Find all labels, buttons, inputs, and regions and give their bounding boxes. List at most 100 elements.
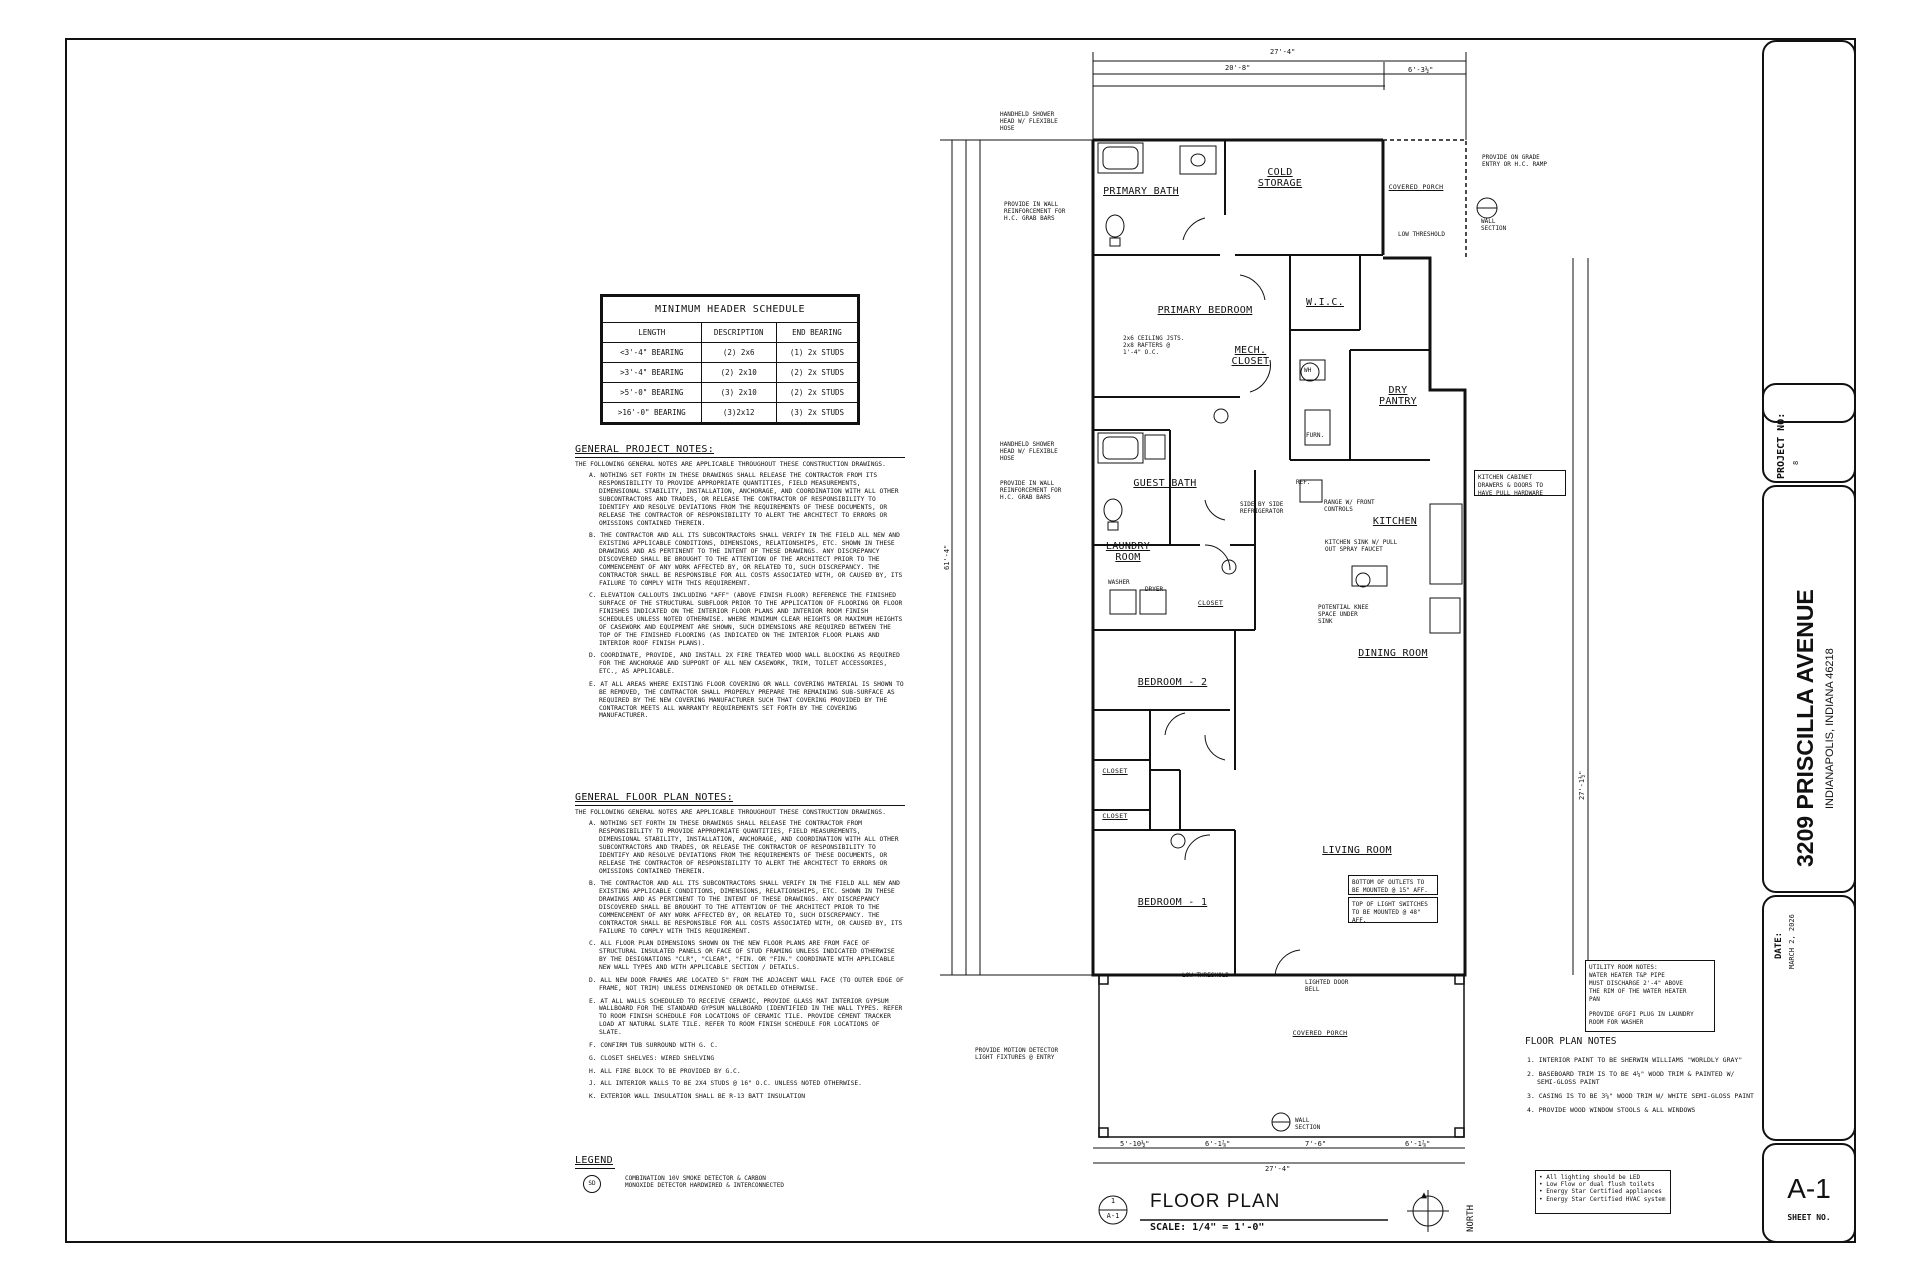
callout-kitchen-cabinet: KITCHEN CABINET DRAWERS & DOORS TO HAVE … [1474, 470, 1566, 497]
dim-top-sub: 20'-8" [1225, 64, 1251, 72]
dim-bottom-c: 7'-6" [1305, 1140, 1327, 1148]
general-floor-plan-notes: GENERAL FLOOR PLAN NOTES: THE FOLLOWING … [575, 792, 905, 1106]
utility-room-notes: UTILITY ROOM NOTES: WATER HEATER T&P PIP… [1585, 960, 1715, 1032]
floor-plan-note-item: H. ALL FIRE BLOCK TO BE PROVIDED BY G.C. [589, 1067, 741, 1075]
energy-note: • Energy Star Certified HVAC system [1539, 1195, 1666, 1203]
project-note-item: B. THE CONTRACTOR AND ALL ITS SUBCONTRAC… [589, 532, 903, 587]
dim-bottom-d: 6'-1⅞" [1405, 1140, 1431, 1148]
dim-overall-bottom: 27'-4" [1265, 1165, 1291, 1173]
room-cold-storage: COLD STORAGE [1257, 167, 1303, 189]
room-closet-laundry: CLOSET [1197, 599, 1224, 607]
plan-number: 1 [1110, 1197, 1116, 1205]
callout-grab-bars-2: PROVIDE IN WALL REINFORCEMENT FOR H.C. G… [1000, 480, 1062, 501]
schedule-row: >16'-0" BEARING (3)2x12 (3) 2x STUDS [602, 402, 859, 423]
energy-note: • Energy Star Certified appliances [1539, 1188, 1662, 1196]
room-closet-lower: CLOSET [1102, 812, 1128, 820]
room-guest-bath: GUEST BATH [1133, 478, 1197, 489]
callout-wall-section-bottom: WALL SECTION [1295, 1117, 1321, 1131]
date-box: DATE: MARCH 2, 2026 [1762, 895, 1856, 1141]
furn-label: FURN. [1306, 432, 1325, 439]
project-note-item: E. AT ALL AREAS WHERE EXISTING FLOOR COV… [589, 680, 904, 720]
floor-plan-note-item: G. CLOSET SHELVES: WIRED SHELVING [589, 1054, 715, 1062]
legend-text: COMBINATION 10V SMOKE DETECTOR & CARBON … [625, 1175, 784, 1189]
smoke-detector-icon: SD [583, 1175, 601, 1193]
washer-label: WASHER [1108, 579, 1130, 586]
floor-plan-note-item: F. CONFIRM TUB SURROUND WITH G. C. [589, 1041, 718, 1049]
dim-overall-top: 27'-4" [1270, 48, 1296, 56]
legend-heading: LEGEND [575, 1155, 615, 1169]
sheet-label: SHEET NO. [1787, 1213, 1831, 1222]
room-dry-pantry: DRY PANTRY [1379, 385, 1417, 407]
fpn-item: 4. PROVIDE WOOD WINDOW STOOLS & ALL WIND… [1527, 1106, 1696, 1115]
callout-low-threshold-bottom: LOW THRESHOLD [1182, 972, 1229, 979]
title-block-top [1762, 40, 1856, 423]
sheet-number-box: A-1 SHEET NO. [1762, 1143, 1856, 1243]
dim-bottom-b: 6'-1⅞" [1205, 1140, 1231, 1148]
project-number-box: PROJECT NO: 8 [1762, 383, 1856, 483]
floor-plan-note-item: K. EXTERIOR WALL INSULATION SHALL BE R-1… [589, 1093, 806, 1101]
dim-top-right: 6'-3½" [1408, 66, 1434, 74]
callout-motion-detector: PROVIDE MOTION DETECTOR LIGHT FIXTURES @… [975, 1047, 1059, 1061]
room-covered-porch-top: COVERED PORCH [1388, 183, 1444, 191]
fpn-item: 1. INTERIOR PAINT TO BE SHERWIN WILLIAMS… [1527, 1055, 1743, 1064]
room-dining: DINING ROOM [1358, 648, 1428, 659]
room-primary-bath: PRIMARY BATH [1103, 186, 1179, 197]
dryer-label: DRYER [1145, 586, 1164, 593]
floor-plan-notes-heading: GENERAL FLOOR PLAN NOTES: [575, 792, 905, 806]
project-notes-heading: GENERAL PROJECT NOTES: [575, 444, 905, 458]
callout-shower-head-2: HANDHELD SHOWER HEAD W/ FLEXIBLE HOSE [1000, 441, 1058, 462]
callout-low-threshold-top: LOW THRESHOLD [1398, 231, 1445, 238]
schedule-cell: (3) 2x STUDS [775, 402, 859, 423]
room-covered-porch-bottom: COVERED PORCH [1292, 1029, 1348, 1037]
floor-plan-note-item: C. ALL FLOOR PLAN DIMENSIONS SHOWN ON TH… [589, 940, 895, 971]
fpn-item: 3. CASING IS TO BE 3⅝" WOOD TRIM W/ WHIT… [1527, 1092, 1754, 1101]
plan-title: FLOOR PLAN [1150, 1191, 1281, 1212]
callout-knee-space: POTENTIAL KNEE SPACE UNDER SINK [1318, 604, 1369, 625]
callout-ceiling-joists: 2x6 CEILING JSTS. 2x8 RAFTERS @ 1'-4" O.… [1123, 335, 1185, 356]
room-bedroom-1: BEDROOM - 1 [1137, 897, 1208, 908]
room-closet-upper: CLOSET [1102, 767, 1128, 775]
plan-scale: SCALE: 1/4" = 1'-0" [1150, 1222, 1265, 1233]
dim-left-total: 61'-4" [943, 544, 951, 570]
callout-on-grade-entry: PROVIDE ON GRADE ENTRY OR H.C. RAMP [1482, 154, 1548, 168]
floor-plan-notes: FLOOR PLAN NOTES 1. INTERIOR PAINT TO BE… [1525, 1036, 1755, 1121]
schedule-cell: (3)2x12 [700, 402, 777, 423]
callout-switches: TOP OF LIGHT SWITCHES TO BE MOUNTED @ 48… [1348, 897, 1438, 924]
callout-range: RANGE W/ FRONT CONTROLS [1324, 499, 1375, 513]
floor-plan-note-item: D. ALL NEW DOOR FRAMES ARE LOCATED 5" FR… [589, 976, 904, 992]
callout-wall-section-top: WALL SECTION [1481, 218, 1507, 232]
schedule-row: <3'-4" BEARING (2) 2x6 (1) 2x STUDS [602, 342, 859, 363]
project-note-item: A. NOTHING SET FORTH IN THESE DRAWINGS S… [589, 472, 899, 527]
plan-sheet-ref: A-1 [1106, 1212, 1120, 1220]
callout-sink: KITCHEN SINK W/ PULL OUT SPRAY FAUCET [1325, 539, 1398, 553]
schedule-row: >5'-0" BEARING (3) 2x10 (2) 2x STUDS [602, 382, 859, 403]
fpn-heading: FLOOR PLAN NOTES [1525, 1036, 1617, 1047]
floor-plan-note-item: B. THE CONTRACTOR AND ALL ITS SUBCONTRAC… [589, 880, 903, 935]
callout-refrigerator: SIDE BY SIDE REFRIGERATOR [1240, 501, 1284, 515]
project-note-item: C. ELEVATION CALLOUTS INCLUDING "AFF" (A… [589, 592, 903, 647]
floor-plan-note-item: A. NOTHING SET FORTH IN THESE DRAWINGS S… [589, 820, 899, 875]
ref-label: REF. [1296, 479, 1311, 486]
floor-plan-note-item: E. AT ALL WALLS SCHEDULED TO RECEIVE CER… [589, 997, 903, 1036]
dim-bottom-a: 5'-10½" [1120, 1140, 1150, 1148]
room-living: LIVING ROOM [1322, 845, 1392, 856]
energy-notes: • All lighting should be LED • Low Flow … [1535, 1170, 1671, 1214]
callout-lighted-bell: LIGHTED DOOR BELL [1305, 979, 1349, 993]
room-mech-closet: MECH. CLOSET [1231, 345, 1270, 367]
project-note-item: D. COORDINATE, PROVIDE, AND INSTALL 2X F… [589, 652, 900, 676]
room-kitchen: KITCHEN [1372, 516, 1418, 527]
schedule-cell: >16'-0" BEARING [602, 402, 702, 423]
fpn-item: 2. BASEBOARD TRIM IS TO BE 4¼" WOOD TRIM… [1527, 1070, 1735, 1087]
north-label: NORTH [1466, 1204, 1476, 1232]
general-project-notes: GENERAL PROJECT NOTES: THE FOLLOWING GEN… [575, 444, 905, 725]
room-primary-bedroom: PRIMARY BEDROOM [1157, 305, 1253, 316]
north-arrow-icon: ▲ [1421, 1190, 1428, 1201]
energy-note: • All lighting should be LED [1539, 1174, 1641, 1181]
floor-plan-note-item: J. ALL INTERIOR WALLS TO BE 2X4 STUDS @ … [589, 1080, 862, 1088]
energy-note: • Low Flow or dual flush toilets [1539, 1181, 1655, 1189]
project-notes-intro: THE FOLLOWING GENERAL NOTES ARE APPLICAB… [575, 460, 886, 468]
address-box: 3209 PRISCILLA AVENUE INDIANAPOLIS, INDI… [1762, 485, 1856, 893]
header-schedule: MINIMUM HEADER SCHEDULE LENGTH DESCRIPTI… [600, 294, 860, 425]
legend: LEGEND [575, 1155, 775, 1172]
